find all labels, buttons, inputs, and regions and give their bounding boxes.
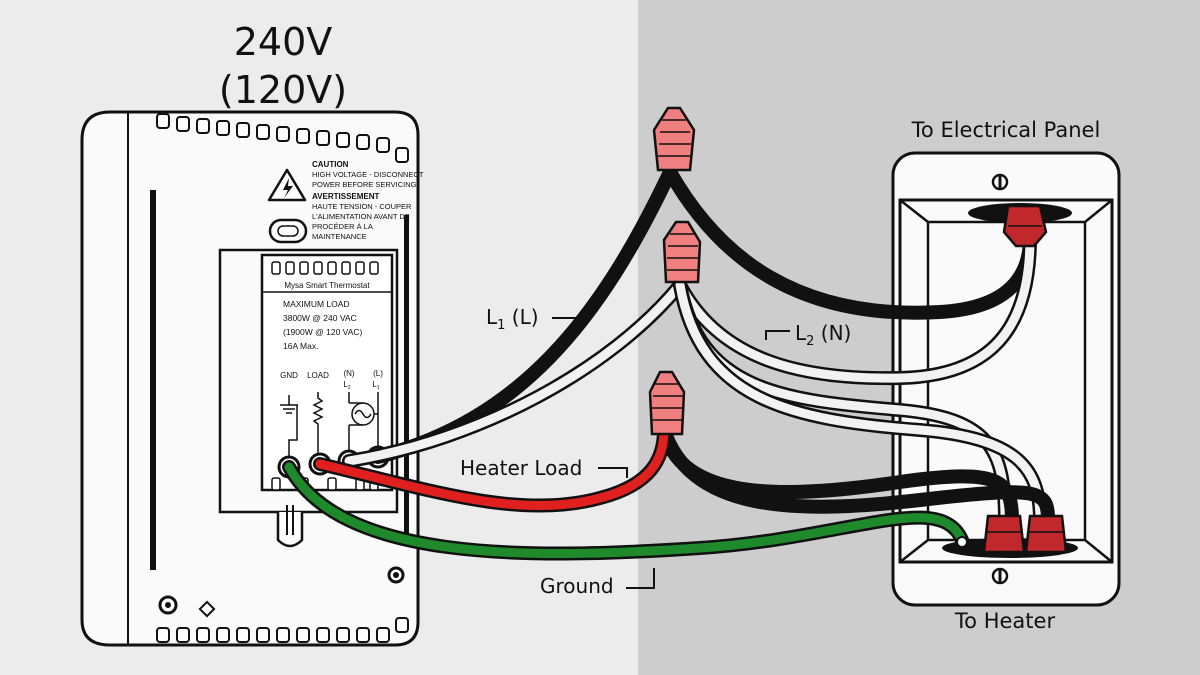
voltage-primary: 240V (234, 20, 333, 64)
high-voltage-warning-icon (267, 168, 307, 202)
max-load-title: MAXIMUM LOAD (283, 299, 350, 309)
voltage-secondary: (120V) (219, 68, 347, 112)
brand-label: Mysa Smart Thermostat (284, 281, 370, 290)
terminal-label-n: (N) (343, 369, 354, 378)
terminal-block: Mysa Smart Thermostat MAXIMUM LOAD 3800W… (260, 253, 394, 492)
avertissement-line: PROCÉDER À LA (312, 222, 373, 231)
wire-nut-icon (652, 106, 696, 172)
to-electrical-panel-label: To Electrical Panel (911, 118, 1101, 142)
caution-line: HIGH VOLTAGE - DISCONNECT (312, 170, 424, 179)
cable-clamps (982, 204, 1068, 554)
avertissement-line: HAUTE TENSION - COUPER (312, 202, 412, 211)
to-heater-label: To Heater (954, 609, 1056, 633)
right-slot (404, 215, 409, 540)
rating-line: (1900W @ 120 VAC) (283, 327, 363, 337)
bottom-vents (156, 617, 409, 643)
terminal-label-gnd: GND (280, 371, 298, 380)
svg-text:L1 (L): L1 (L) (486, 305, 539, 333)
clamp-icon (1024, 514, 1068, 554)
wire-nuts (648, 106, 702, 436)
rating-line: 16A Max. (283, 341, 318, 351)
wire-nut-icon (662, 220, 702, 284)
rating-line: 3800W @ 240 VAC (283, 313, 357, 323)
l1-callout: L1 (L) (486, 305, 581, 333)
clamp-icon (982, 514, 1026, 554)
caution-line: POWER BEFORE SERVICING (312, 180, 417, 189)
load-resistor-icon (312, 392, 324, 458)
avertissement-line: MAINTENANCE (312, 232, 367, 241)
terminal-label-l1: L1 (372, 380, 379, 391)
l2-callout: L2 (N) (765, 321, 851, 349)
terminal-label-load: LOAD (307, 371, 329, 380)
ground-callout: Ground (540, 568, 655, 598)
ground-symbol-icon (280, 395, 298, 458)
heater-load-label: Heater Load (460, 456, 582, 480)
caution-title: CAUTION (312, 160, 349, 169)
avertissement-title: AVERTISSEMENT (312, 192, 380, 201)
ac-source-icon (348, 392, 379, 458)
wires (282, 165, 1055, 561)
terminal-label-l2: L2 (343, 380, 350, 391)
left-slot (150, 190, 156, 570)
heater-load-callout: Heater Load (460, 456, 628, 480)
avertissement-line: L'ALIMENTATION AVANT DE (312, 212, 410, 221)
terminal-label-l: (L) (373, 369, 383, 378)
thermostat: CAUTION HIGH VOLTAGE - DISCONNECT POWER … (80, 110, 424, 647)
svg-text:L2 (N): L2 (N) (795, 321, 851, 349)
wire-nut-icon (648, 370, 686, 436)
top-vents (156, 113, 409, 163)
ground-label: Ground (540, 574, 614, 598)
